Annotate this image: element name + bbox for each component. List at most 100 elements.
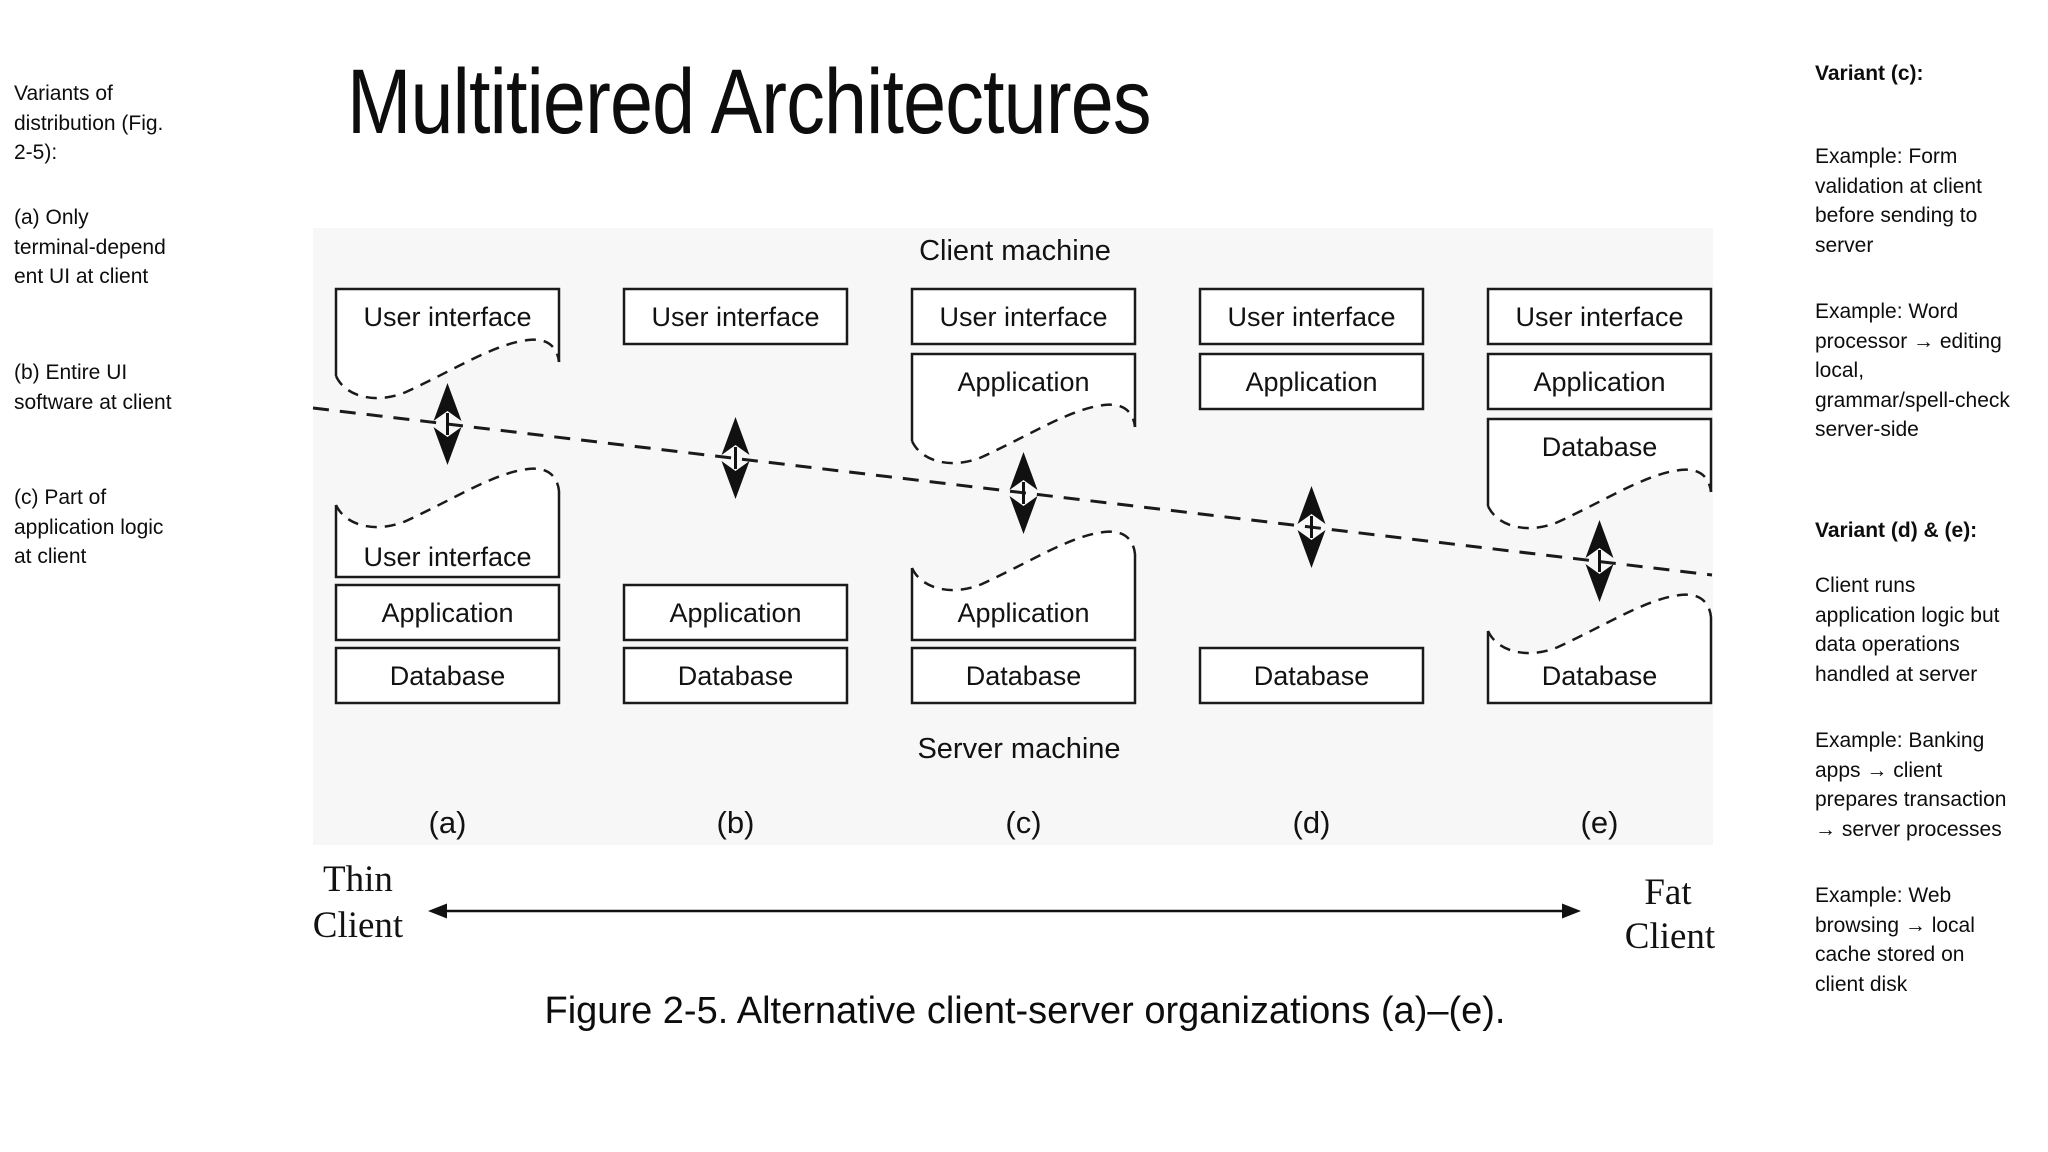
torn-edge-a-server xyxy=(334,467,561,529)
torn-edge-e-client xyxy=(1486,468,1713,530)
label-a-client-user-interface: User interface xyxy=(363,302,531,332)
note-line: → server processes xyxy=(1815,817,2002,841)
updown-arrow-b xyxy=(721,417,750,499)
thin-fat-axis: Thin Client Fat Client xyxy=(313,859,1716,957)
note-line: browsing → local xyxy=(1815,913,1975,937)
box-d-client-application xyxy=(1198,352,1425,411)
note-line: prepares transaction xyxy=(1815,788,2007,811)
note-line: server-side xyxy=(1815,418,1919,441)
label-c-server-application: Application xyxy=(957,598,1089,628)
box-c-client-application xyxy=(910,352,1137,441)
box-a-client-user-interface-fill xyxy=(336,289,559,399)
note-line: processor → editing xyxy=(1815,329,2002,353)
right-note-word-processor: Example: Word processor → editing local,… xyxy=(1815,297,2048,445)
box-d-server-database xyxy=(1198,646,1425,705)
left-note-intro: Variants of distribution (Fig. 2-5): xyxy=(14,79,274,168)
slide-title: Multitiered Architectures xyxy=(347,51,1151,153)
box-e-client-application xyxy=(1486,352,1713,411)
right-note-banking: Example: Banking apps → client prepares … xyxy=(1815,726,2048,844)
label-a-server-user-interface: User interface xyxy=(363,542,531,572)
box-c-client-user-interface xyxy=(910,287,1137,346)
label-b-server-application: Application xyxy=(669,598,801,628)
note-line: cache stored on xyxy=(1815,943,1965,966)
label-b-server-database: Database xyxy=(678,661,794,691)
note-line: handled at server xyxy=(1815,662,1978,686)
note-line: Variants of xyxy=(14,82,113,105)
note-line: 2-5): xyxy=(14,141,58,164)
column-label-e: (e) xyxy=(1581,805,1619,840)
right-note-client-logic: Client runs application logic but data o… xyxy=(1815,571,2048,689)
thin-client-label: Client xyxy=(313,905,404,946)
note-line: (c) Part of xyxy=(14,486,107,509)
client-machine-label: Client machine xyxy=(919,235,1111,267)
box-e-server-database xyxy=(1486,617,1713,705)
torn-edge-e-server xyxy=(1486,593,1713,655)
note-line: (a) Only xyxy=(14,206,89,229)
axis-arrowhead-right xyxy=(1562,903,1581,919)
label-c-server-database: Database xyxy=(966,661,1082,691)
label-b-client-user-interface: User interface xyxy=(651,302,819,332)
label-a-server-database: Database xyxy=(390,661,506,691)
label-c-client-user-interface: User interface xyxy=(939,302,1107,332)
left-note-variant-a: (a) Only terminal-depend ent UI at clien… xyxy=(14,203,274,292)
box-a-server-user-interface-fill xyxy=(336,468,559,577)
box-c-server-application-fill xyxy=(912,531,1135,640)
box-e-client-user-interface xyxy=(1486,287,1713,346)
note-line: at client xyxy=(14,545,87,568)
column-label-a: (a) xyxy=(429,805,467,840)
fat-client-label: Client xyxy=(1625,916,1716,957)
label-d-server-database: Database xyxy=(1254,661,1370,691)
note-line: Example: Word xyxy=(1815,300,1959,323)
box-d-client-user-interface xyxy=(1198,287,1425,346)
right-note-form-validation: Example: Form validation at client befor… xyxy=(1815,142,2048,260)
note-line: software at client xyxy=(14,390,172,414)
column-label-d: (d) xyxy=(1293,805,1331,840)
updown-arrow-c xyxy=(1009,452,1038,534)
label-d-client-user-interface: User interface xyxy=(1227,302,1395,332)
box-b-server-database xyxy=(622,646,849,705)
box-e-server-database-fill xyxy=(1488,594,1711,703)
label-a-server-application: Application xyxy=(381,598,513,628)
note-line: grammar/spell-check xyxy=(1815,388,2010,412)
client-server-boundary-line xyxy=(312,406,1713,577)
note-line: data operations xyxy=(1815,633,1960,656)
torn-edge-a-client xyxy=(334,338,561,400)
box-e-client-database-fill xyxy=(1488,419,1711,529)
box-a-server-database xyxy=(334,646,561,705)
right-note-heading-variant-d-e: Variant (d) & (e): xyxy=(1815,519,1978,542)
note-line: apps → client xyxy=(1815,758,1943,782)
note-line: (b) Entire UI xyxy=(14,361,128,384)
solid-boxes xyxy=(334,287,1713,705)
updown-arrow-d xyxy=(1297,486,1326,568)
box-a-server-user-interface xyxy=(334,491,561,579)
note-line: Example: Form xyxy=(1815,145,1958,168)
column-labels: (a) (b) (c) (d) (e) xyxy=(429,805,1619,840)
label-d-client-application: Application xyxy=(1245,367,1377,397)
note-line: before sending to xyxy=(1815,204,1978,227)
updown-arrow-a xyxy=(433,383,462,465)
label-e-client-user-interface: User interface xyxy=(1515,302,1683,332)
axis-arrowhead-left xyxy=(428,903,447,919)
label-c-client-application: Application xyxy=(957,367,1089,397)
box-c-server-application xyxy=(910,554,1137,642)
left-note-variant-b: (b) Entire UI software at client xyxy=(14,358,274,417)
note-line: Example: Banking xyxy=(1815,729,1985,752)
note-line: ent UI at client xyxy=(14,265,149,288)
note-line: application logic xyxy=(14,515,164,539)
torn-boxes xyxy=(334,287,1713,705)
fat-client-label: Fat xyxy=(1644,872,1692,913)
torn-edge-c-server xyxy=(910,530,1137,592)
updown-arrows xyxy=(433,383,1614,602)
left-note-variant-c: (c) Part of application logic at client xyxy=(14,483,274,572)
figure-caption: Figure 2-5. Alternative client-server or… xyxy=(544,990,1506,1032)
right-note-heading-variant-c: Variant (c): xyxy=(1815,62,1924,85)
note-line: distribution (Fig. xyxy=(14,111,164,135)
note-line: local, xyxy=(1815,359,1865,382)
box-labels: User interface User interface User inter… xyxy=(363,302,1683,691)
box-c-client-application-fill xyxy=(912,354,1135,464)
label-e-server-database: Database xyxy=(1542,661,1658,691)
box-b-client-user-interface xyxy=(622,287,849,346)
server-machine-label: Server machine xyxy=(917,733,1120,765)
note-line: application logic but xyxy=(1815,603,2000,627)
right-note-web-browsing: Example: Web browsing → local cache stor… xyxy=(1815,881,2048,999)
